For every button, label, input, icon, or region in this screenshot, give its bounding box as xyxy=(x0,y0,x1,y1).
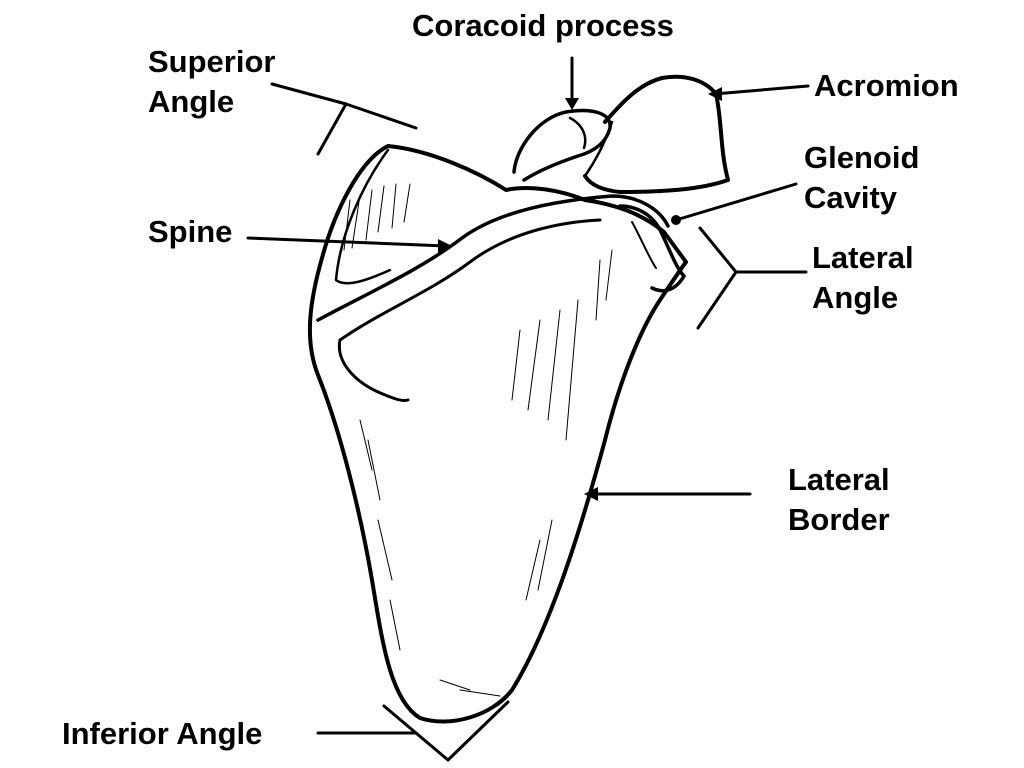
label-spine: Spine xyxy=(148,214,233,249)
glenoid-leader xyxy=(674,182,798,222)
label-lateral-angle: Lateral Angle xyxy=(812,238,914,318)
spine-arrowhead xyxy=(438,239,452,253)
label-inferior-angle: Inferior Angle xyxy=(62,716,263,751)
label-superior-angle-line2: Angle xyxy=(148,84,235,119)
coracoid-outline xyxy=(512,108,612,182)
label-glenoid-cavity-line1: Glenoid xyxy=(804,140,920,175)
glenoid-dot xyxy=(671,215,681,225)
label-coracoid-process: Coracoid process xyxy=(412,8,674,43)
coracoid-tip xyxy=(568,116,587,150)
label-glenoid-cavity: Glenoid Cavity xyxy=(804,138,919,218)
superior-angle-bracket-b xyxy=(316,102,348,156)
scapula-spine-lower-edge xyxy=(338,218,602,342)
glenoid-inner xyxy=(631,221,657,269)
label-acromion: Acromion xyxy=(814,68,959,103)
superior-angle-bracket-a xyxy=(344,102,418,130)
glenoid-rim xyxy=(618,204,686,293)
acromion-arrowhead xyxy=(708,87,722,101)
supraspinous-fossa-edge xyxy=(334,148,392,285)
lateral-angle-bracket-a xyxy=(698,226,738,274)
lateral-border-arrowhead xyxy=(584,487,598,501)
superior-angle-leader xyxy=(270,82,348,106)
label-lateral-border-line1: Lateral xyxy=(788,462,890,497)
spine-root-curve xyxy=(337,338,410,402)
coracoid-arrowhead xyxy=(565,98,579,110)
acromion-outline xyxy=(583,74,730,194)
label-glenoid-cavity-line2: Cavity xyxy=(804,180,898,215)
scapula-body-outline xyxy=(307,144,688,724)
label-superior-angle-line1: Superior xyxy=(148,44,276,79)
label-lateral-angle-line2: Angle xyxy=(812,280,899,315)
scapula-spine-ridge xyxy=(316,194,670,322)
label-lateral-border: Lateral Border xyxy=(788,460,890,540)
label-lateral-border-line2: Border xyxy=(788,502,890,537)
lateral-angle-bracket-b xyxy=(696,270,738,330)
label-lateral-angle-line1: Lateral xyxy=(812,240,914,275)
acromion-leader xyxy=(712,84,810,96)
spine-leader xyxy=(246,236,448,248)
inferior-angle-bracket-a xyxy=(382,704,450,762)
label-superior-angle: Superior Angle xyxy=(148,42,275,122)
inferior-angle-bracket-b xyxy=(446,700,510,762)
bone-hatching xyxy=(343,183,613,697)
